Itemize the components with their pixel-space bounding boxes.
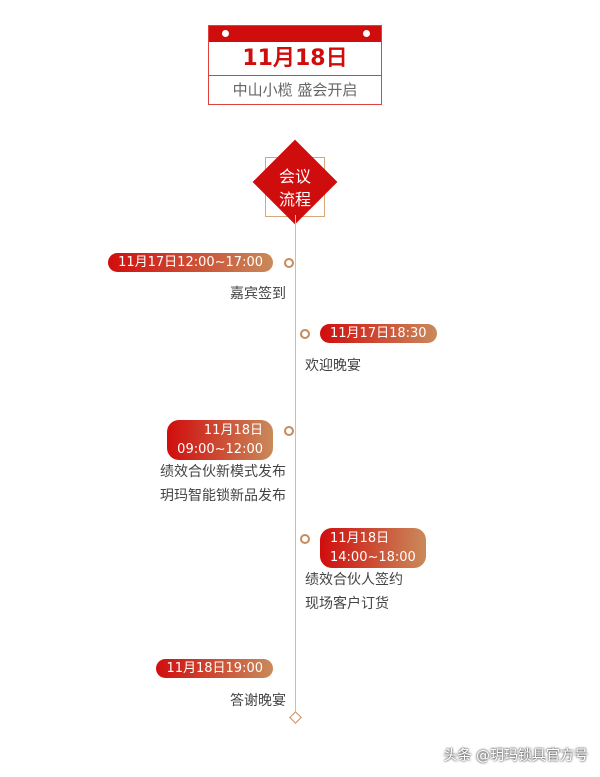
agenda-desc: 现场客户订货 bbox=[305, 596, 389, 612]
timeline-end-diamond-icon bbox=[289, 711, 302, 724]
event-subtitle: 中山小榄 盛会开启 bbox=[232, 81, 358, 99]
time-pill: 11月18日 14:00~18:00 bbox=[320, 528, 426, 568]
agenda-desc: 绩效合伙新模式发布 bbox=[160, 464, 286, 480]
agenda-desc-list: 绩效合伙人签约 现场客户订货 bbox=[305, 568, 403, 616]
agenda-desc: 答谢晚宴 bbox=[230, 693, 286, 709]
agenda-desc: 玥玛智能锁新品发布 bbox=[160, 488, 286, 504]
agenda-badge: 会议 流程 bbox=[255, 165, 335, 211]
badge-line2: 流程 bbox=[278, 190, 311, 209]
timeline-dot bbox=[300, 329, 310, 339]
time-range: 09:00~12:00 bbox=[177, 442, 263, 457]
timeline-line bbox=[295, 215, 296, 715]
time-pill: 11月17日12:00~17:00 bbox=[108, 253, 273, 272]
calendar-binding bbox=[209, 26, 381, 42]
timeline-dot bbox=[284, 258, 294, 268]
calendar-hole-icon bbox=[363, 30, 370, 37]
calendar-hole-icon bbox=[222, 30, 229, 37]
watermark: 头条 @玥玛锁具官方号 bbox=[443, 748, 588, 764]
badge-line1: 会议 bbox=[278, 167, 311, 186]
time-pill: 11月18日 09:00~12:00 bbox=[167, 420, 273, 460]
agenda-desc: 欢迎晚宴 bbox=[305, 358, 361, 374]
time-pill: 11月17日18:30 bbox=[320, 324, 437, 343]
agenda-desc: 嘉宾签到 bbox=[230, 286, 286, 302]
time-pill: 11月18日19:00 bbox=[156, 659, 273, 678]
event-date: 11月18日 bbox=[209, 42, 381, 76]
timeline-dot bbox=[284, 426, 294, 436]
timeline-dot bbox=[300, 534, 310, 544]
time-range: 14:00~18:00 bbox=[330, 550, 416, 565]
calendar-header: 11月18日 中山小榄 盛会开启 bbox=[208, 25, 382, 105]
time-date: 11月18日 bbox=[203, 423, 263, 438]
agenda-desc-list: 绩效合伙新模式发布 玥玛智能锁新品发布 bbox=[160, 460, 286, 508]
agenda-desc: 绩效合伙人签约 bbox=[305, 572, 403, 588]
time-date: 11月18日 bbox=[330, 531, 390, 546]
